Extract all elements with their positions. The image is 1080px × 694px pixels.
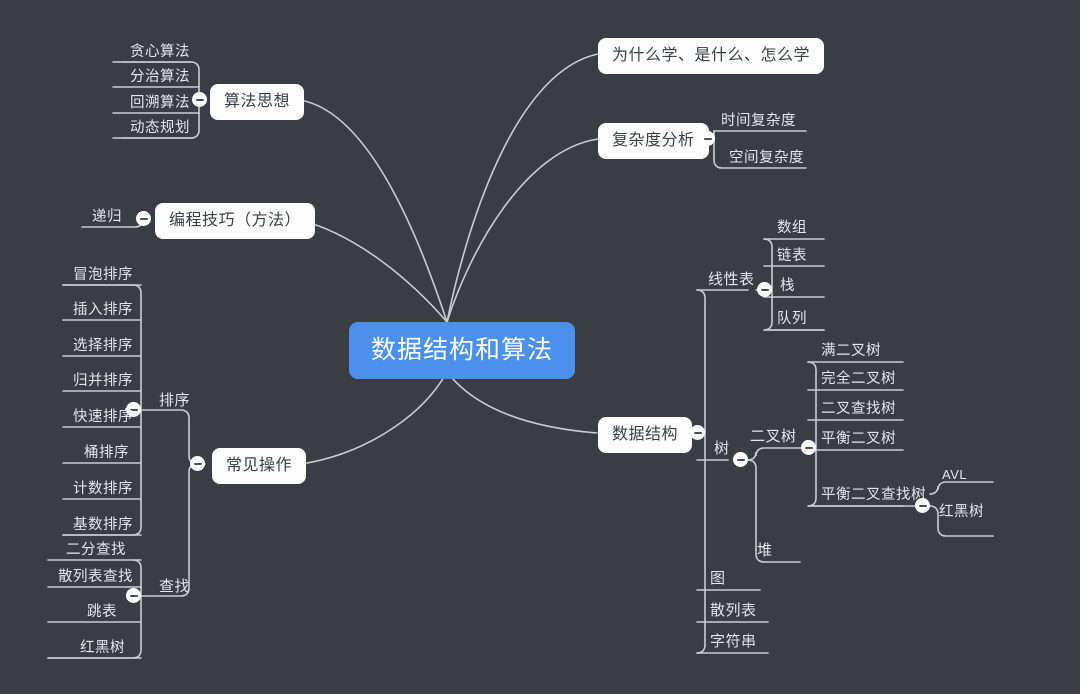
toggle-skills-icon[interactable]	[136, 211, 151, 226]
node-space-complexity[interactable]: 空间复杂度	[729, 150, 804, 166]
node-dynamic-programming[interactable]: 动态规划	[130, 120, 190, 136]
toggle-search-icon[interactable]	[126, 588, 141, 603]
node-counting-sort[interactable]: 计数排序	[73, 481, 133, 497]
toggle-tree-icon[interactable]	[733, 452, 748, 467]
node-binary-search-tree[interactable]: 二叉查找树	[821, 401, 896, 417]
toggle-operations-icon[interactable]	[190, 456, 205, 471]
node-balanced-bst[interactable]: 平衡二叉查找树	[821, 487, 926, 503]
node-red-black-tree[interactable]: 红黑树	[939, 504, 984, 520]
node-complexity[interactable]: 复杂度分析	[598, 123, 709, 159]
toggle-balanced-bst-icon[interactable]	[915, 498, 930, 513]
toggle-complexity-icon[interactable]	[700, 131, 715, 146]
node-balanced-binary-tree[interactable]: 平衡二叉树	[821, 431, 896, 447]
node-tree[interactable]: 树	[714, 440, 730, 457]
node-linear-list[interactable]: 线性表	[708, 271, 755, 288]
node-selection-sort[interactable]: 选择排序	[73, 338, 133, 354]
node-data-structures[interactable]: 数据结构	[598, 417, 693, 453]
node-insertion-sort[interactable]: 插入排序	[73, 302, 133, 318]
node-recursion[interactable]: 递归	[92, 209, 122, 225]
node-programming-skills[interactable]: 编程技巧（方法）	[155, 203, 316, 239]
node-common-operations[interactable]: 常见操作	[212, 448, 307, 484]
node-linked-list[interactable]: 链表	[777, 248, 807, 264]
node-heap[interactable]: 堆	[757, 542, 773, 559]
node-graph[interactable]: 图	[710, 570, 726, 587]
toggle-linear-icon[interactable]	[757, 282, 772, 297]
node-divide-conquer[interactable]: 分治算法	[130, 69, 190, 85]
node-radix-sort[interactable]: 基数排序	[73, 517, 133, 533]
node-string[interactable]: 字符串	[710, 633, 757, 650]
node-quick-sort[interactable]: 快速排序	[73, 409, 133, 425]
toggle-ideas-icon[interactable]	[192, 92, 207, 107]
node-greedy[interactable]: 贪心算法	[130, 44, 190, 60]
node-searching[interactable]: 查找	[159, 578, 191, 595]
node-merge-sort[interactable]: 归并排序	[73, 373, 133, 389]
node-complete-binary-tree[interactable]: 完全二叉树	[821, 371, 896, 387]
node-binary-tree[interactable]: 二叉树	[750, 428, 797, 445]
node-bucket-sort[interactable]: 桶排序	[84, 445, 129, 461]
node-red-black-tree-search[interactable]: 红黑树	[80, 640, 125, 656]
node-backtracking[interactable]: 回溯算法	[130, 95, 190, 111]
node-hash-table[interactable]: 散列表	[710, 602, 757, 619]
node-sorting[interactable]: 排序	[159, 392, 191, 409]
node-algorithm-ideas[interactable]: 算法思想	[210, 84, 305, 120]
node-avl[interactable]: AVL	[942, 467, 968, 482]
node-why-what-how[interactable]: 为什么学、是什么、怎么学	[598, 38, 825, 74]
node-bubble-sort[interactable]: 冒泡排序	[73, 267, 133, 283]
node-full-binary-tree[interactable]: 满二叉树	[821, 343, 881, 359]
node-time-complexity[interactable]: 时间复杂度	[721, 113, 796, 129]
node-queue[interactable]: 队列	[777, 311, 807, 327]
node-skip-list[interactable]: 跳表	[87, 604, 117, 620]
node-stack[interactable]: 栈	[780, 278, 795, 294]
node-binary-search[interactable]: 二分查找	[66, 542, 126, 558]
toggle-sort-icon[interactable]	[126, 402, 141, 417]
node-array[interactable]: 数组	[777, 220, 807, 236]
root-node[interactable]: 数据结构和算法	[349, 322, 576, 379]
node-hash-search[interactable]: 散列表查找	[58, 569, 133, 585]
toggle-structures-icon[interactable]	[690, 425, 705, 440]
toggle-binary-tree-icon[interactable]	[801, 440, 816, 455]
